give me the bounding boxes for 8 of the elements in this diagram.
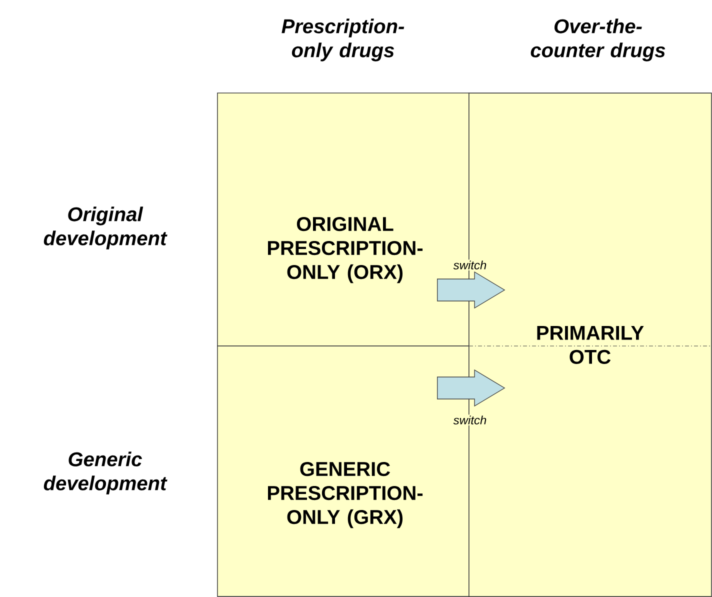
row-heading: Generic development [44, 452, 168, 494]
block-arrow [437, 271, 506, 309]
row-heading: Original development [44, 206, 168, 250]
column-heading: Over-the-counter drugs [530, 18, 666, 62]
block-arrow [437, 369, 506, 407]
edge-label: switch [452, 414, 488, 426]
column-heading: Prescription-only drugs [282, 18, 404, 62]
edge-label: switch [452, 260, 488, 270]
